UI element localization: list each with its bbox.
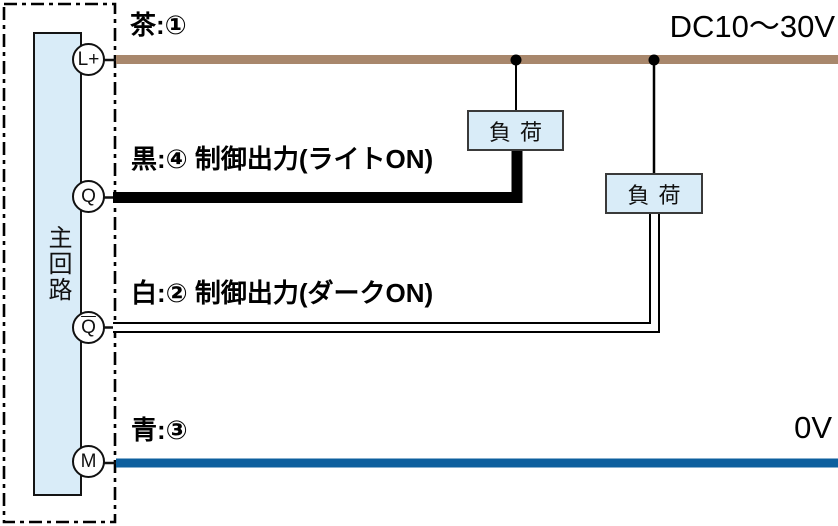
terminal-q: Q [72,180,105,213]
supply-voltage-label: DC10〜30V [669,9,835,44]
white-wire-label: 白:② 制御出力(ダークON) [131,278,434,308]
terminal-m-label: M [80,451,97,472]
black-wire [113,148,523,203]
main-circuit-label: 主回路 [44,225,71,303]
junction-dot-1 [510,54,522,66]
load-box-1-label: 負荷 [488,119,551,145]
brown-wire-label: 茶:① [130,10,187,40]
sensor-outline-border [2,2,117,524]
white-wire-outline [113,211,660,333]
terminal-q-label: Q [81,186,96,207]
terminal-l-plus-label: L+ [77,49,100,70]
load-box-2-label: 負荷 [627,182,690,208]
junction-dot-2 [648,54,660,66]
black-wire-label: 黒:④ 制御出力(ライトON) [131,144,434,174]
terminal-m: M [72,445,105,478]
zero-volt-label: 0V [794,410,832,445]
terminal-q-bar: Q [72,311,105,344]
blue-wire-label: 青:③ [131,415,188,445]
main-circuit-box: 主回路 [33,32,82,496]
white-wire-core [113,211,658,331]
load-box-2: 負荷 [605,173,703,214]
load-box-1: 負荷 [467,110,564,151]
terminal-q-bar-label: Q [81,317,96,338]
terminal-l-plus: L+ [72,43,105,76]
